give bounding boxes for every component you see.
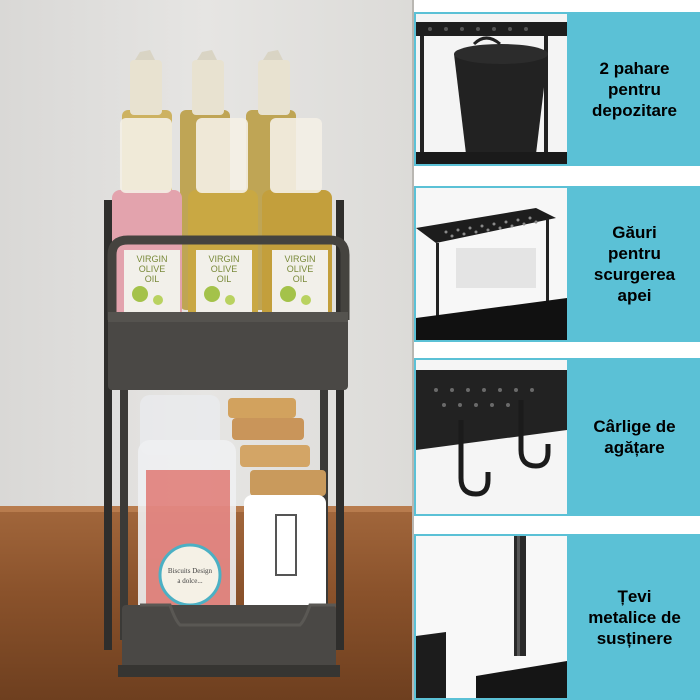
drain-holes-icon bbox=[416, 188, 567, 340]
bottle-label-oil: OIL bbox=[145, 274, 160, 284]
bottle-labels: VIRGIN OLIVE OIL VIRGIN OLIVE OIL VIRGIN… bbox=[136, 254, 315, 284]
bottle-label-olive: OLIVE bbox=[211, 264, 238, 274]
top-tier-basket bbox=[108, 312, 348, 390]
feature-label-drain-box: Găuri pentru scurgerea apei bbox=[569, 186, 700, 342]
rack-inner-post-right bbox=[320, 240, 328, 640]
bottle-label-virgin: VIRGIN bbox=[284, 254, 315, 264]
bottle-label-oil: OIL bbox=[293, 274, 308, 284]
feature-label-pipe-box: Țevi metalice de susținere bbox=[569, 534, 700, 700]
feature-image-drain bbox=[414, 186, 569, 342]
feature-label-hooks-box: Cârlige de agățare bbox=[569, 358, 700, 516]
hooks-icon bbox=[416, 360, 567, 514]
bottle-label-olive: OLIVE bbox=[287, 264, 314, 274]
cup-holder-icon bbox=[416, 14, 567, 164]
bottom-tier-basket bbox=[122, 605, 336, 675]
bottle-label-olive: OLIVE bbox=[139, 264, 166, 274]
support-pipe-icon bbox=[416, 536, 567, 698]
bottle-label-oil: OIL bbox=[217, 274, 232, 284]
feature-image-hooks bbox=[414, 358, 569, 516]
feature-image-pipe bbox=[414, 534, 569, 700]
oil-bottles-front bbox=[112, 118, 332, 320]
top-tier-handle bbox=[107, 235, 350, 320]
feature-label-drain: Găuri pentru scurgerea apei bbox=[593, 223, 676, 305]
feature-label-cups-box: 2 pahare pentru depozitare bbox=[569, 12, 700, 166]
rack-post-right bbox=[336, 200, 344, 650]
product-photo: VIRGIN OLIVE OIL VIRGIN OLIVE OIL VIRGIN… bbox=[0, 0, 412, 700]
jar-label: Biscuits Design a dolce... bbox=[168, 567, 213, 585]
jar-label-brand: Biscuits Design bbox=[168, 567, 213, 575]
storage-jars bbox=[138, 395, 326, 630]
bottle-label-virgin: VIRGIN bbox=[208, 254, 239, 264]
feature-image-cup bbox=[414, 12, 569, 166]
rack-base bbox=[118, 665, 340, 677]
rack-illustration: VIRGIN OLIVE OIL VIRGIN OLIVE OIL VIRGIN… bbox=[104, 50, 350, 677]
feature-label-hooks: Cârlige de agățare bbox=[593, 417, 676, 457]
rack-inner-post-left bbox=[120, 240, 128, 640]
rack-post-left bbox=[104, 200, 112, 650]
bottle-label-virgin: VIRGIN bbox=[136, 254, 167, 264]
feature-label-cups: 2 pahare pentru depozitare bbox=[591, 58, 678, 120]
feature-label-pipe: Țevi metalice de susținere bbox=[588, 586, 681, 648]
cabinet-edge bbox=[412, 0, 414, 700]
jar-label-sub: a dolce... bbox=[177, 577, 203, 585]
